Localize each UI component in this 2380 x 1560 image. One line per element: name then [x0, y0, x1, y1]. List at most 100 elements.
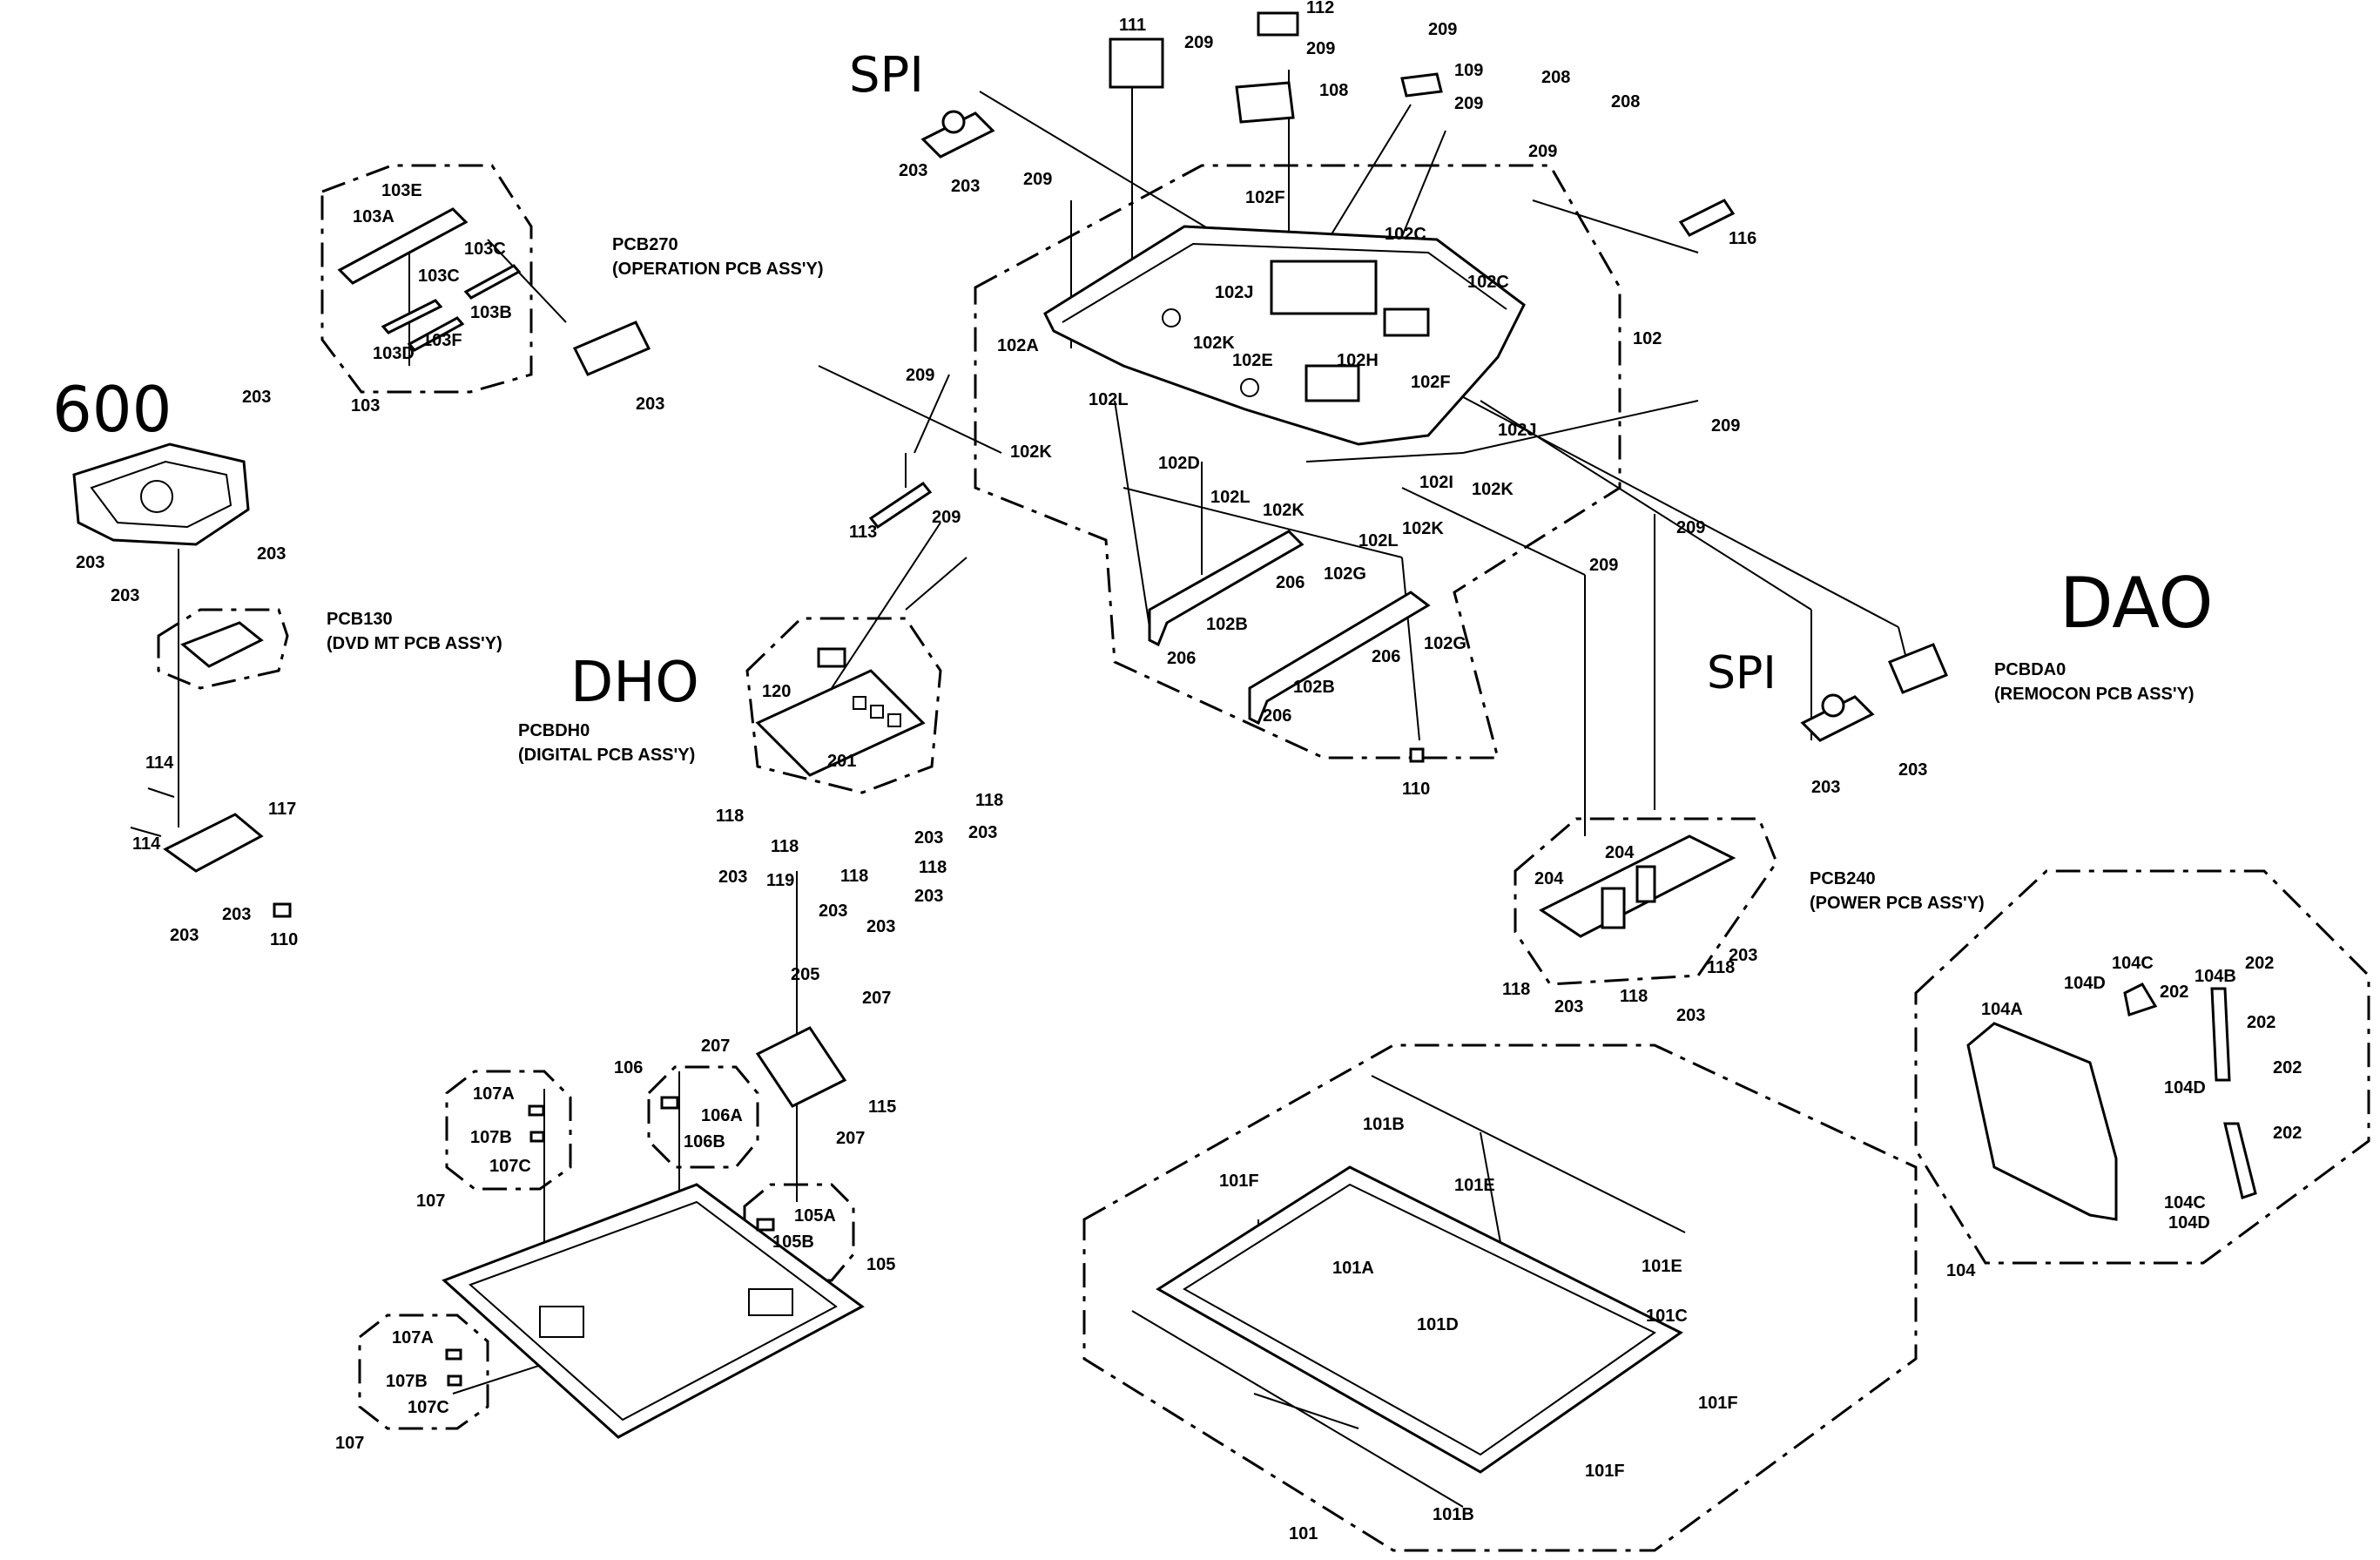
label-202-a: 202 [2245, 954, 2274, 973]
label-105a: 105A [794, 1206, 836, 1226]
part-112-sheet [1257, 11, 1299, 37]
label-118-g: 118 [1707, 958, 1735, 977]
label-102l-2: 102L [1210, 488, 1251, 507]
label-102j-2: 102J [1498, 421, 1537, 440]
label-118-e: 118 [919, 858, 947, 877]
label-113: 113 [849, 523, 877, 542]
label-203-600-b: 203 [257, 544, 286, 564]
label-203-pcbda0: 203 [1898, 760, 1927, 780]
label-203-dho-b: 203 [914, 828, 943, 848]
label-104: 104 [1946, 1261, 1976, 1280]
label-108: 108 [1319, 81, 1348, 100]
part-104c-upper [2123, 983, 2158, 1016]
label-209j: 209 [1676, 518, 1705, 537]
label-107b-top: 107B [470, 1128, 512, 1147]
label-118-c: 118 [771, 837, 799, 856]
rear-cabinet-102 [1043, 225, 1526, 446]
label-203-117-a: 203 [170, 926, 199, 945]
pcb270-board [572, 321, 651, 376]
label-104b: 104B [2195, 967, 2236, 986]
bracket-115 [755, 1026, 847, 1108]
label-203-103: 203 [242, 388, 271, 407]
label-107a-top: 107A [473, 1084, 515, 1104]
handwritten-dho: DHO [570, 651, 699, 715]
label-209c: 209 [1428, 20, 1457, 39]
label-102g-1: 102G [1324, 564, 1366, 584]
label-118-a: 118 [716, 807, 744, 826]
label-102k-1: 102K [1193, 334, 1235, 353]
part-107a-bottom [445, 1348, 462, 1361]
label-107c-top: 107C [489, 1157, 531, 1176]
label-110-center: 110 [1402, 780, 1430, 799]
part-107a-top [528, 1104, 545, 1117]
label-102k-4: 102K [1263, 501, 1305, 520]
part-105a [756, 1218, 775, 1232]
label-102b-1: 102B [1206, 615, 1248, 634]
label-207-b: 207 [701, 1037, 730, 1056]
label-102e: 102E [1232, 351, 1273, 370]
pcbda0-board [1888, 643, 1948, 694]
handwritten-600: 600 [52, 373, 172, 446]
label-206-a: 206 [1276, 573, 1305, 592]
label-102l-1: 102L [1089, 390, 1129, 409]
label-118-f: 118 [1502, 980, 1530, 999]
label-206-d: 206 [1263, 706, 1291, 726]
label-103e: 103E [381, 181, 422, 200]
front-frame-101 [1131, 1075, 1686, 1508]
label-104d-2: 104D [2164, 1078, 2206, 1097]
label-206-c: 206 [1372, 647, 1400, 666]
label-206-b: 206 [1167, 649, 1196, 668]
part-109-plate [1400, 72, 1443, 98]
label-103f: 103F [422, 331, 462, 350]
label-106a: 106A [701, 1106, 743, 1125]
label-103a: 103A [353, 207, 394, 226]
label-101c: 101C [1646, 1307, 1688, 1326]
label-104c-1: 104C [2112, 954, 2154, 973]
label-203-pcb270: 203 [636, 395, 664, 414]
label-209d: 209 [1454, 94, 1483, 113]
label-110-left: 110 [270, 930, 298, 949]
label-102d: 102D [1158, 454, 1200, 473]
label-109: 109 [1454, 61, 1483, 80]
label-115: 115 [868, 1097, 896, 1117]
handwritten-dao: DAO [2060, 563, 2213, 644]
label-101: 101 [1289, 1524, 1318, 1543]
assembly-107-top-outline [445, 1070, 572, 1191]
speaker-spi-top [920, 110, 995, 159]
label-119: 119 [766, 871, 794, 890]
label-204-b: 204 [1534, 869, 1564, 888]
label-118-b: 118 [975, 791, 1003, 810]
label-202-b: 202 [2160, 983, 2188, 1002]
label-103c-2: 103C [418, 267, 460, 286]
label-107c-bottom: 107C [408, 1398, 449, 1417]
label-209f: 209 [1023, 170, 1052, 189]
label-104d-1: 104D [2064, 974, 2106, 993]
label-203-dho-e: 203 [914, 887, 943, 906]
label-105b: 105B [772, 1232, 814, 1252]
pcb130-name: (DVD MT PCB ASS'Y) [327, 634, 502, 653]
support-102b-front [1148, 530, 1431, 726]
label-203-pcb240-a: 203 [1729, 946, 1757, 965]
assembly-pcb240-outline [1514, 817, 1778, 986]
label-118-d: 118 [840, 867, 868, 886]
label-204-a: 204 [1605, 843, 1635, 862]
label-101e-1: 101E [1454, 1176, 1495, 1195]
label-107-bottom: 107 [335, 1434, 364, 1453]
label-106b: 106B [684, 1132, 725, 1151]
label-203-dho-d: 203 [819, 902, 847, 921]
label-117: 117 [268, 800, 296, 819]
part-107b-bottom [447, 1374, 462, 1387]
label-104d-3: 104D [2168, 1213, 2210, 1232]
pcbda0-code: PCBDA0 [1994, 660, 2066, 679]
label-103b: 103B [470, 303, 512, 322]
pcb130-code: PCB130 [327, 610, 393, 629]
assembly-dho-outline [745, 617, 942, 794]
label-208b: 208 [1611, 92, 1640, 111]
label-203-dho-c: 203 [968, 823, 997, 842]
label-202-e: 202 [2273, 1124, 2302, 1143]
assembly-104-outline [1914, 869, 2370, 1265]
label-102a: 102A [997, 336, 1039, 355]
label-209b: 209 [1306, 39, 1335, 58]
pcb240-code: PCB240 [1810, 869, 1876, 888]
power-pcb-240 [1539, 834, 1736, 938]
